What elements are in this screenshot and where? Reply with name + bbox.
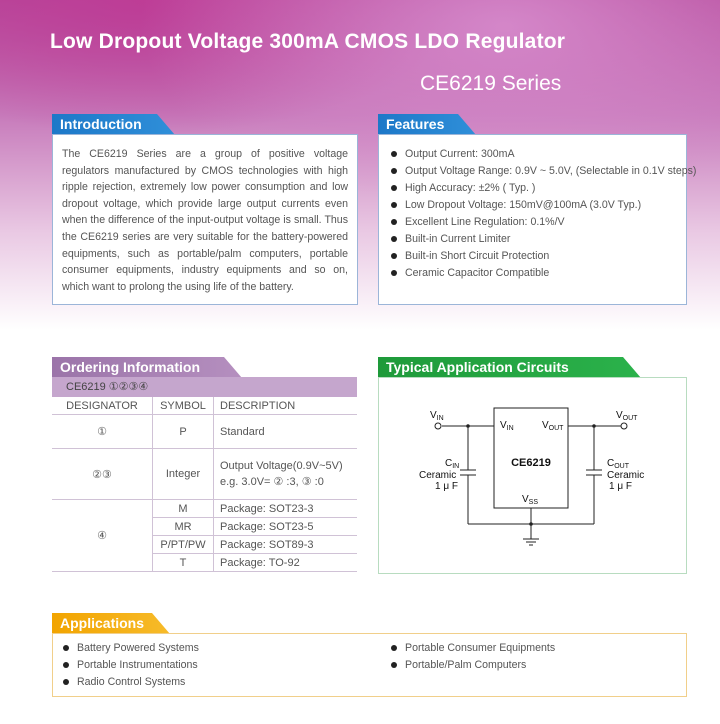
symbol-cell: M [152, 499, 214, 518]
applications-list-left: Battery Powered Systems Portable Instrum… [63, 640, 199, 691]
ordering-part-code: CE6219 ①②③④ [52, 377, 357, 397]
vout-label: VOUT [616, 410, 638, 422]
cout-value: 1 μ F [609, 481, 632, 492]
introduction-panel: The CE6219 Series are a group of positiv… [52, 134, 358, 305]
series-name: CE6219 Series [420, 72, 562, 95]
applications-list-right: Portable Consumer Equipments Portable/Pa… [391, 640, 555, 674]
table-row: P/PT/PW Package: SOT89-3 [52, 535, 357, 554]
designator-cell: ②③ [52, 448, 153, 500]
cout-label: COUT [607, 458, 630, 470]
introduction-text: The CE6219 Series are a group of positiv… [62, 148, 348, 293]
vin-label: VIN [430, 410, 444, 422]
description-cell: Package: SOT23-5 [213, 517, 357, 536]
feature-item: Built-in Short Circuit Protection [391, 248, 686, 265]
features-list: Output Current: 300mA Output Voltage Ran… [379, 135, 696, 282]
pin-vin-label: VIN [500, 420, 514, 432]
vin-terminal [434, 422, 442, 430]
column-header: SYMBOL [152, 397, 214, 415]
introduction-heading: Introduction [52, 114, 175, 135]
circuit-panel: VIN VOUT VIN VOUT VSS CE6219 CIN Ceramic… [378, 377, 687, 574]
column-header: DESCRIPTION [213, 397, 357, 415]
designator-cell: ④ [52, 499, 153, 572]
pin-vss-label: VSS [522, 494, 538, 506]
symbol-cell: P/PT/PW [152, 535, 214, 554]
cin-label: CIN [445, 458, 459, 470]
column-header: DESIGNATOR [52, 397, 153, 415]
pin-vout-label: VOUT [542, 420, 564, 432]
table-row: ① P Standard [52, 414, 357, 449]
circuit-heading: Typical Application Circuits [378, 357, 641, 378]
cin-type: Ceramic [419, 470, 456, 481]
feature-item: Excellent Line Regulation: 0.1%/V [391, 214, 686, 231]
feature-item: Low Dropout Voltage: 150mV@100mA (3.0V T… [391, 197, 686, 214]
cout-type: Ceramic [607, 470, 644, 481]
application-circuit-diagram: VIN VOUT VIN VOUT VSS CE6219 CIN Ceramic… [419, 407, 644, 546]
features-panel: Output Current: 300mA Output Voltage Ran… [378, 134, 696, 305]
application-item: Portable Consumer Equipments [391, 640, 555, 657]
application-item: Battery Powered Systems [63, 640, 199, 657]
description-cell: Package: SOT89-3 [213, 535, 357, 554]
symbol-cell: Integer [152, 448, 214, 500]
ordering-table: DESIGNATOR SYMBOL DESCRIPTION ① P Standa… [52, 397, 357, 572]
description-cell: Package: TO-92 [213, 553, 357, 572]
ordering-heading: Ordering Information [52, 357, 242, 378]
description-line: e.g. 3.0V= ② :3, ③ :0 [220, 476, 324, 488]
application-item: Portable/Palm Computers [391, 657, 555, 674]
chip-name: CE6219 [511, 457, 551, 469]
description-cell: Output Voltage(0.9V~5V) e.g. 3.0V= ② :3,… [213, 448, 357, 500]
applications-heading: Applications [52, 613, 170, 634]
designator-cell: ① [52, 414, 153, 449]
cin-value: 1 μ F [435, 481, 458, 492]
features-heading: Features [378, 114, 476, 135]
application-item: Radio Control Systems [63, 674, 199, 691]
symbol-cell: T [152, 553, 214, 572]
symbol-cell: MR [152, 517, 214, 536]
table-row: T Package: TO-92 [52, 553, 357, 572]
table-header-row: DESIGNATOR SYMBOL DESCRIPTION [52, 397, 357, 415]
feature-item: Built-in Current Limiter [391, 231, 686, 248]
table-row: ②③ Integer Output Voltage(0.9V~5V) e.g. … [52, 448, 357, 500]
feature-item: High Accuracy: ±2% ( Typ. ) [391, 180, 686, 197]
description-cell: Standard [213, 414, 357, 449]
description-line: Output Voltage(0.9V~5V) [220, 460, 343, 472]
description-cell: Package: SOT23-3 [213, 499, 357, 518]
table-row: MR Package: SOT23-5 [52, 517, 357, 536]
application-item: Portable Instrumentations [63, 657, 199, 674]
symbol-cell: P [152, 414, 214, 449]
feature-item: Ceramic Capacitor Compatible [391, 265, 686, 282]
feature-item: Output Current: 300mA [391, 146, 686, 163]
feature-item: Output Voltage Range: 0.9V ~ 5.0V, (Sele… [391, 163, 696, 180]
applications-panel: Battery Powered Systems Portable Instrum… [52, 633, 687, 697]
vout-terminal [620, 422, 628, 430]
table-row: ④ M Package: SOT23-3 [52, 499, 357, 572]
page-title: Low Dropout Voltage 300mA CMOS LDO Regul… [50, 30, 566, 53]
